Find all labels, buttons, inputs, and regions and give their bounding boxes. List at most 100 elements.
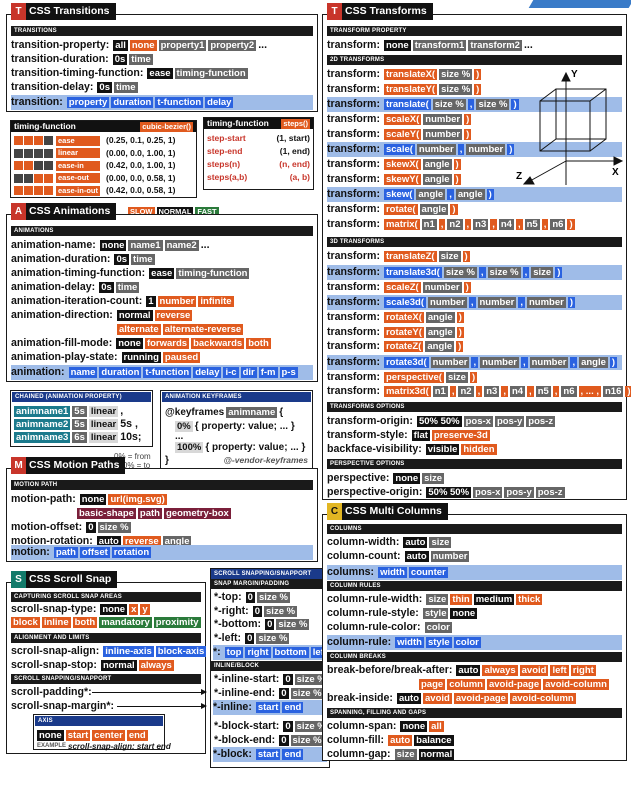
anim-duration: 5s <box>72 419 87 430</box>
speed-square <box>34 148 43 158</box>
value-chip: n1 <box>432 386 448 397</box>
keyframes-line: 0%{ property: value; ... } <box>175 420 308 433</box>
property-name: animation-timing-function: <box>11 267 146 279</box>
value-chip: dir <box>240 367 257 378</box>
keyframe-percent: 0% <box>175 421 193 432</box>
timing-name: ease-out <box>56 173 100 183</box>
value-chip: angle <box>425 326 455 338</box>
note-line: 0% = from <box>114 452 151 461</box>
anim-name: animname3 <box>14 432 71 443</box>
value-chip: , <box>522 266 530 278</box>
property-name: scroll-padding*: <box>11 686 92 698</box>
value-chip: matrix( <box>383 218 420 230</box>
property-name: *-top: <box>214 591 242 603</box>
value-chip: size % <box>264 605 298 617</box>
timing-row-ease: ease(0.25, 0.1, 0.25, 1) <box>14 135 193 146</box>
value-chip: p-s <box>279 367 298 378</box>
value-chip: ) <box>625 386 631 397</box>
speed-square <box>34 161 43 170</box>
value-chip: number <box>423 114 463 125</box>
value-chip: angle <box>425 341 455 352</box>
value-chip: rotate( <box>383 204 418 215</box>
value-chip: balance <box>414 735 454 746</box>
value-chip: n6 <box>561 386 577 397</box>
property-name: column-gap: <box>327 748 391 760</box>
scroll-snap-margin-row: scroll-snap-margin*: <box>11 700 201 713</box>
value-chip: pos-x <box>473 487 503 498</box>
value-chip: 0 <box>265 619 275 630</box>
value-chip: auto <box>404 551 429 562</box>
value-chip: backwards <box>191 338 245 349</box>
value-chip: n3 <box>484 386 500 397</box>
timing-name: linear <box>56 148 100 158</box>
value-chip: timing-function <box>174 68 248 79</box>
column-rule-color-row: column-rule-color:color <box>327 621 622 634</box>
vendor-note: @-vendor-keyframes <box>223 455 308 465</box>
value-chip: thin <box>450 594 472 605</box>
step-value: (1, end) <box>279 146 310 156</box>
value-chip: 0 <box>252 605 263 617</box>
speed-square <box>24 186 33 195</box>
property-name: columns: <box>327 566 375 578</box>
transform-row: transform:rotateX(angle) <box>327 311 622 324</box>
speed-square <box>14 173 23 183</box>
timing-name: ease <box>56 135 100 146</box>
value-chip: n2 <box>447 218 463 230</box>
property-name: animation-direction: <box>11 309 113 321</box>
value-chip: 0 <box>245 592 255 603</box>
property-name: *-left: <box>214 631 242 644</box>
anim-rest: 5s , <box>120 418 138 430</box>
value-chip: rotate3d( <box>383 356 429 368</box>
timing-row-ease-out: ease-out(0.00, 0.0, 0.58, 1) <box>14 173 193 184</box>
value-chip: , <box>447 189 454 200</box>
value-chip: n3 <box>473 218 489 230</box>
value-chip: top <box>224 647 244 658</box>
step-name: steps(n) <box>207 159 241 169</box>
property-name: transform: <box>327 311 380 323</box>
value-chip: , <box>464 218 472 230</box>
value-chip: ) <box>567 218 575 230</box>
value-chip: reverse <box>154 310 193 321</box>
property-name: column-fill: <box>327 734 385 746</box>
value-chip: ) <box>464 128 472 140</box>
value-chip: skewX( <box>383 159 421 170</box>
anim-name: animname2 <box>14 419 71 430</box>
property-name: column-rule-color: <box>327 621 421 633</box>
step-value: (1, start) <box>276 133 310 143</box>
value-chip: y <box>140 604 150 615</box>
value-chip: angle <box>162 536 192 547</box>
speed-square <box>34 186 43 195</box>
value-chip: none <box>99 240 127 251</box>
value-chip: , <box>468 297 476 308</box>
value-chip: ) <box>609 356 618 368</box>
value-chip: mandatory <box>99 617 152 628</box>
property-name: transform: <box>327 325 380 338</box>
property-name: transform: <box>327 68 380 80</box>
value-chip: scale3d( <box>383 297 427 308</box>
bezier-value: (0.00, 0.0, 1.00, 1) <box>106 147 176 158</box>
value-chip: ... <box>258 39 268 51</box>
section-header: ANIMATION KEYFRAMES <box>162 392 311 402</box>
value-chip: none <box>400 721 428 732</box>
keyframe-body: { property: value; ... } <box>194 421 295 432</box>
speed-square <box>14 161 23 170</box>
scroll-padding-row: scroll-padding*: <box>11 686 201 699</box>
value-chip: ) <box>507 144 515 155</box>
axis-y-label: Y <box>571 69 578 80</box>
property-name: scroll-snap-stop: <box>11 659 97 671</box>
value-chip: visible <box>425 444 460 455</box>
arrow-right-icon <box>92 689 207 695</box>
value-chip: property1 <box>158 40 207 51</box>
brace: } <box>165 455 169 466</box>
value-chip: scaleX( <box>383 114 422 125</box>
